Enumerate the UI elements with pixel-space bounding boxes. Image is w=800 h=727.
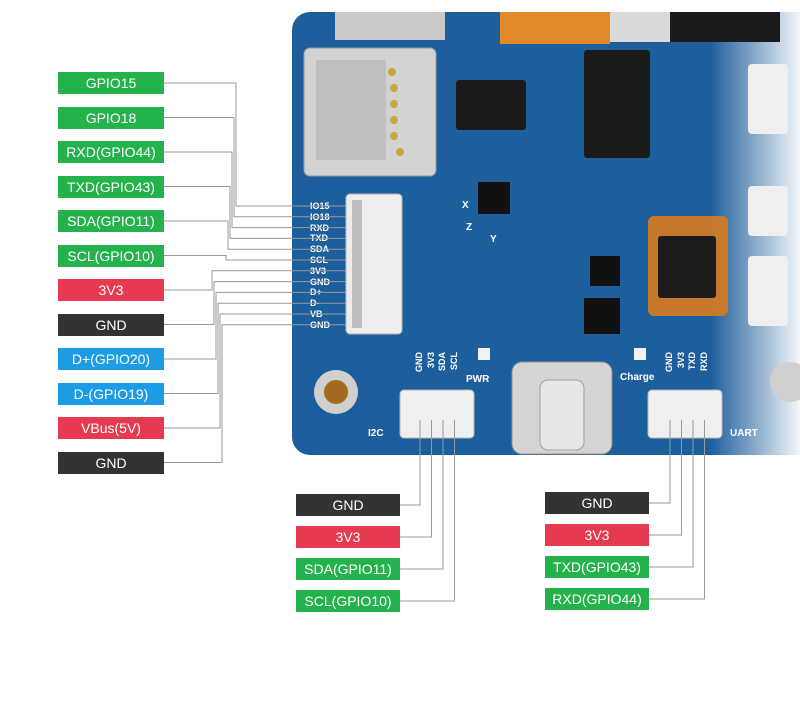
i2c-wire-3 (400, 420, 455, 602)
left-pin-label-9: D-(GPIO19) (58, 382, 164, 405)
i2c-header (399, 389, 475, 439)
silk-axis-x: X (462, 200, 469, 211)
i2c-pin-label-0: GND (296, 494, 400, 516)
chip-small (590, 256, 620, 286)
uart-pin-label-0: GND (545, 492, 649, 514)
left-pin-label-11: GND (58, 451, 164, 474)
uart-pin-label-3: RXD(GPIO44) (545, 588, 649, 610)
left-pin-label-7: GND (58, 313, 164, 336)
chip-power (584, 298, 620, 334)
chip-imu (478, 182, 510, 214)
i2c-wire-1 (400, 420, 432, 538)
silk-charge: Charge (620, 372, 655, 383)
left-pin-label-0: GPIO15 (58, 72, 164, 94)
charge-led (634, 348, 646, 360)
mounting-hole-inner (324, 380, 348, 404)
silk-i2c: I2C (368, 428, 384, 439)
left-pin-label-5: SCL(GPIO10) (58, 244, 164, 267)
uart-header (647, 389, 723, 439)
left-wire-8 (164, 291, 346, 360)
i2c-pin-label-1: 3V3 (296, 526, 400, 548)
uart-pin-label-1: 3V3 (545, 524, 649, 546)
left-wire-2 (164, 151, 346, 229)
silk-uart: UART (730, 428, 758, 439)
left-pin-label-8: D+(GPIO20) (58, 348, 164, 370)
display-flex-cable (500, 12, 610, 44)
pwr-led (478, 348, 490, 360)
left-pin-label-4: SDA(GPIO11) (58, 210, 164, 232)
left-wire-4 (164, 220, 346, 250)
left-pin-label-10: VBus(5V) (58, 417, 164, 439)
uart-wire-0 (649, 420, 671, 504)
esp-chip (658, 236, 716, 298)
i2c-wire-0 (400, 420, 421, 506)
left-wire-7 (164, 281, 346, 325)
left-pin-label-1: GPIO18 (58, 106, 164, 129)
i2c-wire-2 (400, 420, 444, 570)
sd-card-contacts (388, 68, 404, 156)
left-pin-label-3: TXD(GPIO43) (58, 175, 164, 198)
side-connector-2 (748, 186, 788, 236)
uart-pin-label-2: TXD(GPIO43) (545, 556, 649, 578)
uart-wire-2 (649, 420, 694, 568)
left-wire-3 (164, 186, 346, 239)
silk-pwr: PWR (466, 374, 490, 385)
left-wire-10 (164, 313, 346, 429)
silk-axis-y: Y (490, 234, 497, 245)
left-pin-label-2: RXD(GPIO44) (58, 141, 164, 163)
left-wire-9 (164, 302, 346, 394)
mounting-hole-right (770, 362, 800, 402)
silk-axis-z: Z (466, 222, 473, 233)
left-wire-11 (164, 324, 346, 463)
top-pin-strip (335, 12, 445, 40)
sd-card-inner (316, 60, 386, 160)
chip-flash (456, 80, 526, 130)
left-pin-label-6: 3V3 (58, 279, 164, 301)
usb-c-opening (539, 379, 585, 451)
side-connector-1 (748, 64, 788, 134)
uart-wire-1 (649, 420, 682, 536)
left-wire-6 (164, 270, 346, 291)
left-wire-5 (164, 255, 346, 261)
fpc-connector-slots (352, 200, 362, 328)
i2c-pin-label-2: SDA(GPIO11) (296, 558, 400, 580)
i2c-pin-label-3: SCL(GPIO10) (296, 590, 400, 612)
display-black-edge (670, 12, 780, 42)
side-connector-3 (748, 256, 788, 326)
chip-ic (584, 50, 650, 158)
left-wire-0 (164, 82, 346, 207)
display-panel-edge (610, 12, 670, 42)
left-wire-1 (164, 117, 346, 218)
uart-wire-3 (649, 420, 705, 600)
